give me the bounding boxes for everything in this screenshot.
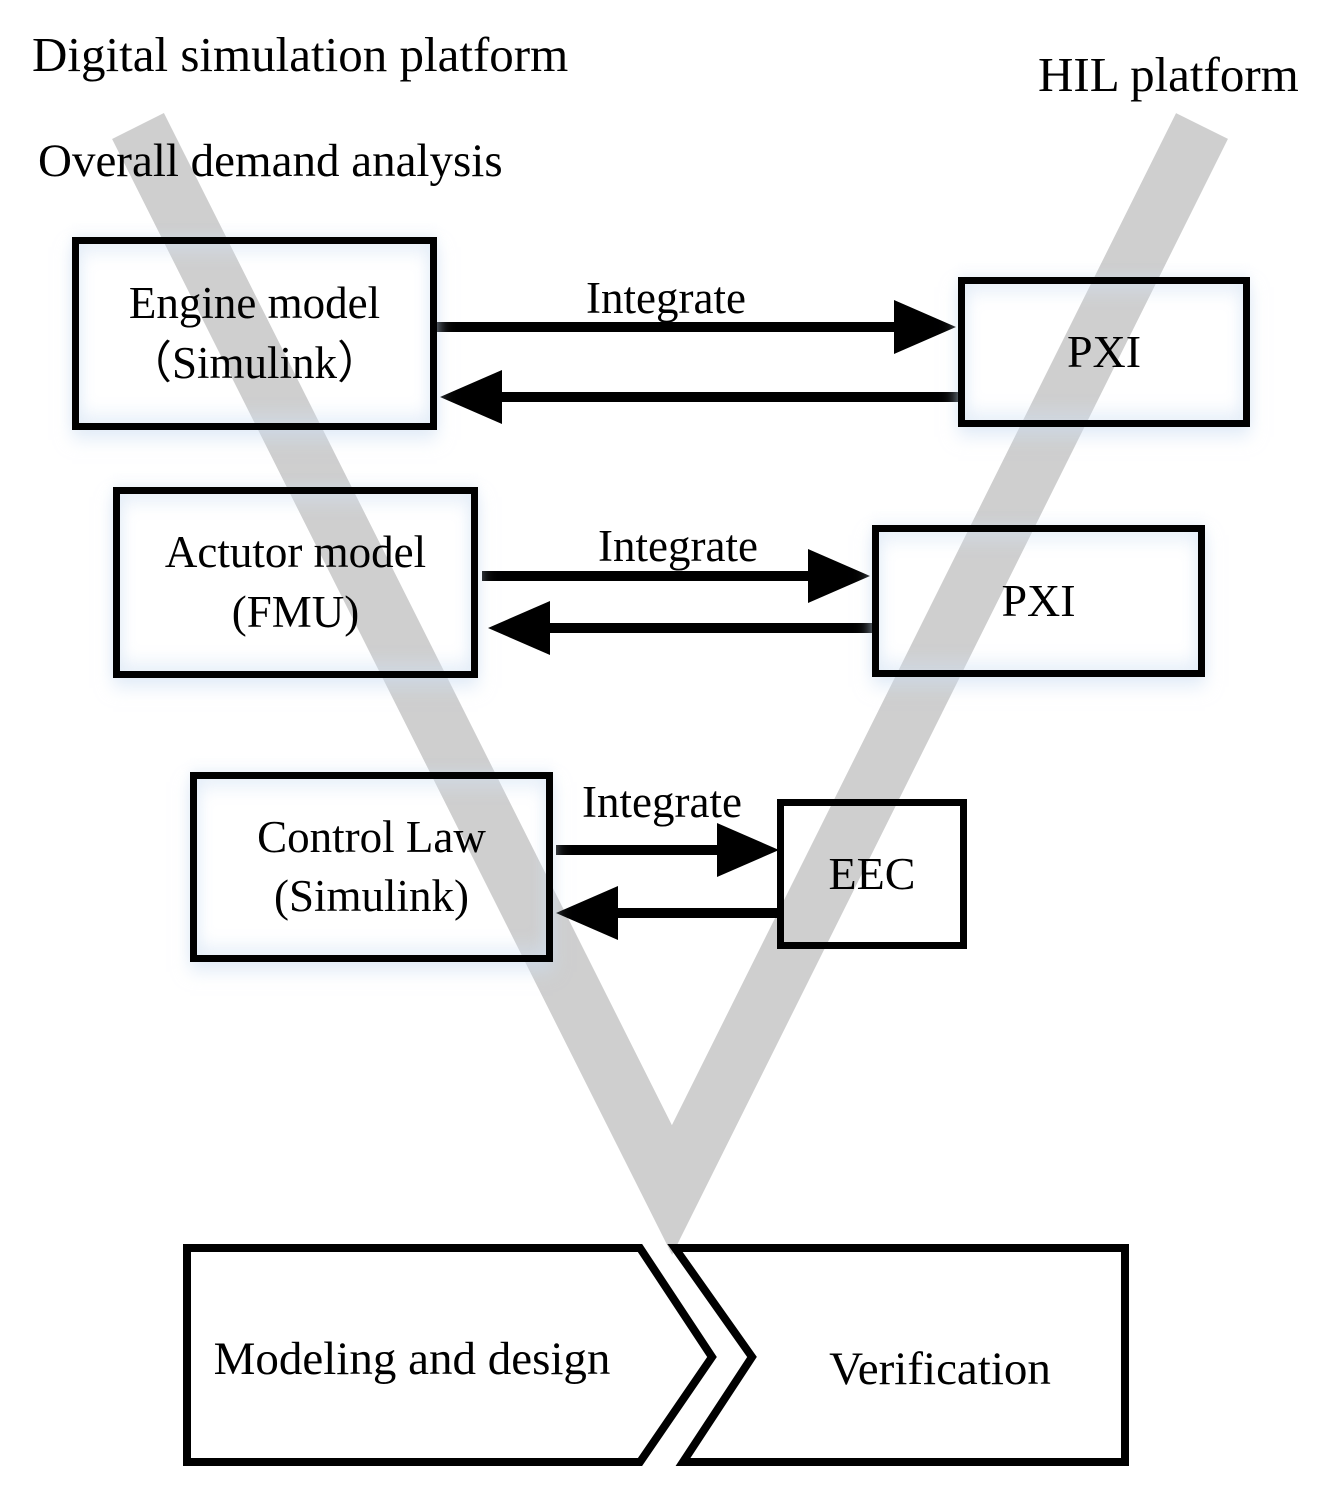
hil-platform-title: HIL platform bbox=[1038, 47, 1299, 102]
row2-arrow-right-head-icon bbox=[808, 549, 870, 603]
engine-model-line2: （Simulink） bbox=[126, 337, 383, 388]
pxi-box-2-label: PXI bbox=[1001, 574, 1076, 626]
v-band bbox=[112, 112, 1228, 1255]
row2-integrate-label: Integrate bbox=[598, 521, 758, 571]
actutor-model-box: Actutor model (FMU) bbox=[113, 487, 478, 678]
modeling-chevron-shape bbox=[183, 1244, 717, 1466]
control-law-line1: Control Law bbox=[257, 811, 486, 862]
pxi-box-1: PXI bbox=[958, 277, 1250, 427]
row1-arrow-right-head-icon bbox=[894, 300, 956, 354]
control-law-box: Control Law (Simulink) bbox=[190, 772, 553, 962]
pxi-box-1-label: PXI bbox=[1066, 325, 1142, 377]
engine-model-box: Engine model （Simulink） bbox=[72, 237, 437, 430]
control-law-line2: (Simulink) bbox=[273, 871, 469, 921]
eec-box-label: EEC bbox=[828, 847, 916, 899]
row3-arrow-right-head-icon bbox=[717, 823, 779, 877]
actutor-model-line2: (FMU) bbox=[231, 586, 360, 637]
row3-arrow-left-head-icon bbox=[556, 886, 618, 940]
pxi-box-2: PXI bbox=[872, 525, 1205, 677]
digital-platform-title: Digital simulation platform bbox=[32, 27, 569, 82]
verification-chevron-shape bbox=[667, 1244, 1129, 1466]
overall-demand-title: Overall demand analysis bbox=[38, 135, 503, 187]
row1-arrow-left-head-icon bbox=[440, 370, 502, 424]
row2-arrow-left-head-icon bbox=[488, 601, 550, 655]
engine-model-line1: Engine model bbox=[128, 278, 381, 329]
actutor-model-line1: Actutor model bbox=[164, 527, 427, 578]
row1-integrate-label: Integrate bbox=[586, 273, 746, 323]
eec-box: EEC bbox=[777, 799, 967, 949]
modeling-and-design-label: Modeling and design bbox=[213, 1333, 611, 1385]
verification-label: Verification bbox=[829, 1343, 1051, 1395]
row3-integrate-label: Integrate bbox=[582, 777, 742, 827]
